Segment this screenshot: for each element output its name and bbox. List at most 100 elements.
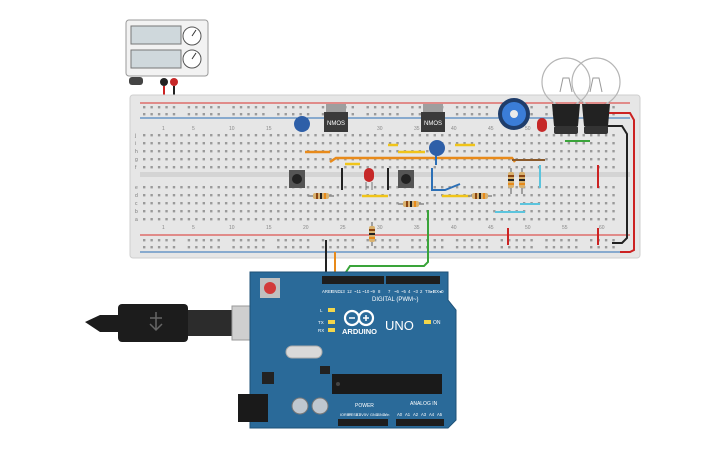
usb-cable[interactable]	[85, 304, 269, 342]
resistor-4[interactable]	[468, 193, 492, 199]
breadboard-hole	[448, 202, 451, 205]
breadboard-hole	[567, 142, 571, 145]
light-bulb-left[interactable]	[541, 57, 591, 134]
breadboard-hole	[582, 186, 585, 189]
resistor-1[interactable]	[308, 193, 334, 199]
pin-a3: A3	[421, 412, 427, 417]
breadboard-hole	[433, 218, 436, 221]
breadboard-hole	[373, 142, 377, 145]
wire-bulb-red[interactable]	[608, 112, 635, 253]
breadboard-hole	[411, 210, 414, 213]
breadboard-hole	[433, 186, 436, 189]
breadboard-hole	[441, 166, 444, 169]
light-bulb-right[interactable]	[571, 57, 621, 134]
breadboard-hole	[150, 210, 153, 213]
breadboard-wires[interactable]	[305, 112, 635, 253]
breadboard-hole	[254, 166, 258, 169]
breadboard-hole	[575, 186, 578, 189]
resistor-5[interactable]	[508, 168, 514, 194]
breadboard-hole	[254, 158, 258, 161]
led-red-middle[interactable]	[364, 168, 374, 190]
digital-header-left[interactable]	[322, 276, 384, 284]
breadboard-hole	[448, 210, 451, 213]
psu-terminal-positive[interactable]	[160, 78, 168, 86]
breadboard-hole	[552, 134, 556, 137]
breadboard-hole	[254, 150, 258, 153]
breadboard-hole	[433, 166, 436, 169]
breadboard-hole	[463, 134, 466, 137]
breadboard-hole	[299, 158, 302, 161]
breadboard-hole	[582, 194, 585, 197]
analog-header[interactable]	[396, 419, 444, 426]
breadboard-hole	[403, 142, 407, 145]
breadboard-hole	[418, 186, 422, 189]
power-supply[interactable]	[125, 19, 209, 86]
breadboard-hole	[314, 166, 317, 169]
breadboard-hole	[292, 106, 295, 109]
breadboard-hole	[359, 134, 362, 137]
wire-bulb-black[interactable]	[600, 125, 628, 244]
push-button-right[interactable]	[398, 170, 414, 188]
breadboard-hole	[463, 106, 466, 109]
arduino-uno-board[interactable]: AREF GND 13 12 ~11 ~10 ~9 8 7 ~6 ~5 4 ~3…	[238, 271, 457, 429]
arduino-logo-icon	[343, 309, 375, 327]
col-label-bottom-40: 40	[451, 225, 457, 231]
breadboard-hole	[247, 218, 250, 221]
breadboard-hole	[247, 134, 250, 137]
breadboard-hole	[426, 186, 429, 189]
breadboard-hole	[478, 113, 481, 116]
power-jack[interactable]	[238, 394, 268, 422]
breadboard-hole	[224, 210, 228, 213]
breadboard-hole	[157, 239, 161, 242]
breadboard-hole	[224, 186, 228, 189]
breadboard-hole	[575, 142, 578, 145]
pin-gnd-1: GND	[370, 413, 379, 417]
capacitor-left[interactable]	[294, 116, 310, 132]
breadboard-hole	[269, 134, 273, 137]
breadboard-hole	[247, 106, 250, 109]
breadboard-hole	[366, 202, 369, 205]
resistor-3[interactable]	[369, 222, 375, 246]
power-header[interactable]	[338, 419, 388, 426]
breadboard-hole	[373, 210, 377, 213]
col-label-50: 50	[525, 126, 531, 132]
breadboard-hole	[269, 202, 273, 205]
potentiometer[interactable]	[498, 98, 530, 130]
breadboard-hole	[336, 186, 340, 189]
breadboard-hole	[388, 194, 392, 197]
breadboard-hole	[306, 106, 310, 109]
breadboard-hole	[522, 142, 526, 145]
breadboard-hole	[366, 218, 369, 221]
breadboard-hole	[604, 246, 608, 249]
breadboard-hole	[321, 142, 325, 145]
breadboard-hole	[306, 194, 310, 197]
capacitor-right[interactable]	[429, 140, 445, 156]
breadboard-hole	[470, 218, 474, 221]
breadboard-hole	[210, 210, 213, 213]
push-button-left[interactable]	[289, 170, 305, 188]
breadboard-hole	[560, 202, 563, 205]
breadboard-hole	[143, 239, 146, 242]
mosfet-left[interactable]: NMOS	[324, 104, 348, 132]
resistor-2[interactable]	[398, 201, 424, 207]
breadboard-hole	[254, 194, 258, 197]
breadboard-hole	[351, 202, 354, 205]
breadboard-hole	[165, 158, 168, 161]
breadboard-hole	[545, 150, 548, 153]
breadboard-hole	[545, 210, 548, 213]
breadboard-hole	[344, 239, 347, 242]
led-red-top[interactable]	[537, 118, 547, 132]
breadboard-hole	[329, 166, 332, 169]
breadboard-hole	[262, 134, 265, 137]
wire-blue-a[interactable]	[431, 168, 461, 191]
breadboard-hole	[314, 202, 317, 205]
psu-terminal-negative[interactable]	[170, 78, 178, 86]
breadboard-hole	[224, 218, 228, 221]
resistor-6[interactable]	[519, 168, 525, 194]
digital-header-right[interactable]	[386, 276, 440, 284]
breadboard-hole	[530, 246, 533, 249]
breadboard-hole	[373, 166, 377, 169]
breadboard-hole	[247, 166, 250, 169]
breadboard-hole	[210, 166, 213, 169]
mosfet-right[interactable]: NMOS	[421, 104, 445, 132]
